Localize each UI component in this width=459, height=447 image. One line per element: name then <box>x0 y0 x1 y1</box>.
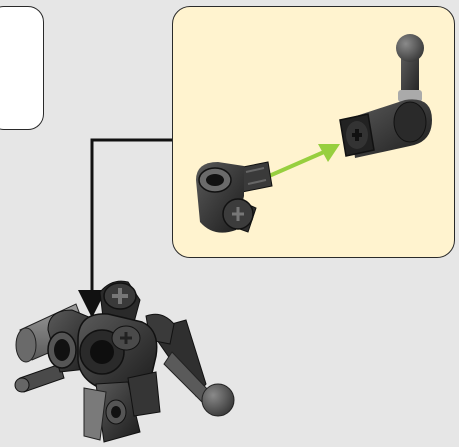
callout-pointer-line <box>92 140 172 292</box>
ball-joint-connector-part <box>340 34 432 158</box>
angled-axle-connector-part <box>196 162 272 233</box>
main-model-assembly <box>15 281 234 442</box>
